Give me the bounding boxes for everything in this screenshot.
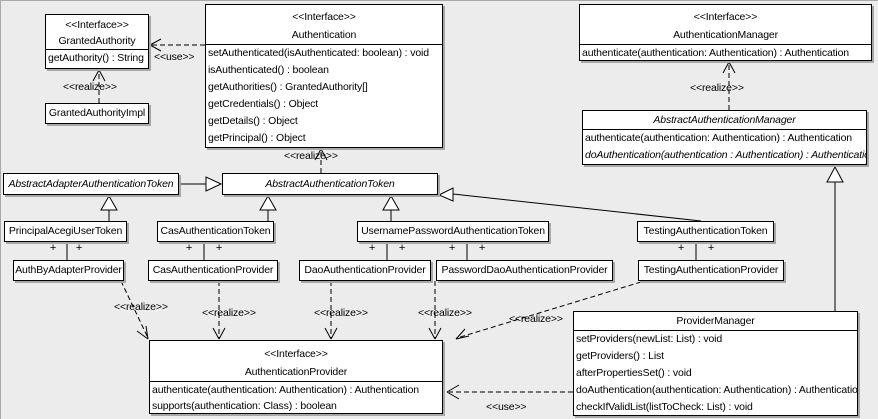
edge-assoc-token-providers bbox=[66, 242, 697, 260]
realize-label: <<realize>> bbox=[114, 301, 168, 313]
class-name: AbstractAdapterAuthenticationToken bbox=[8, 178, 174, 190]
realize-label: <<realize>> bbox=[284, 150, 338, 162]
stereotype-label: <<Interface>> bbox=[292, 11, 356, 23]
method: isAuthenticated() : boolean bbox=[208, 64, 329, 76]
realize-label: <<realize>> bbox=[690, 82, 744, 94]
class-name: AbstractAuthenticationToken bbox=[265, 178, 395, 190]
edge-gen-usernamepassword-token bbox=[382, 194, 400, 221]
method: authenticate(authentication: Authenticat… bbox=[582, 47, 849, 59]
edge-gen-principal-adapter bbox=[100, 194, 118, 221]
class-dao-authentication-provider: DaoAuthenticationProvider bbox=[299, 260, 431, 281]
class-name: GrantedAuthority bbox=[58, 35, 136, 47]
class-username-password-authentication-token: UsernamePasswordAuthenticationToken bbox=[357, 221, 549, 242]
class-granted-authority: <<Interface>> GrantedAuthority getAuthor… bbox=[45, 14, 149, 69]
multiplicity-plus: + bbox=[185, 242, 193, 254]
class-password-dao-authentication-provider: PasswordDaoAuthenticationProvider bbox=[436, 260, 613, 281]
class-auth-by-adapter-provider: AuthByAdapterProvider bbox=[13, 260, 124, 281]
class-name: TestingAuthenticationProvider bbox=[643, 264, 779, 276]
multiplicity-plus: + bbox=[215, 242, 223, 254]
method: supports(authentication: Class) : boolea… bbox=[152, 400, 337, 412]
class-authentication: <<Interface>> Authentication setAuthenti… bbox=[205, 4, 443, 148]
edge-use-providermanager-authenticationprovider bbox=[446, 384, 573, 400]
class-principal-acegi-user-token: PrincipalAcegiUserToken bbox=[4, 221, 127, 242]
divider bbox=[580, 44, 871, 45]
class-cas-authentication-provider: CasAuthenticationProvider bbox=[148, 260, 278, 281]
class-name: ProviderManager bbox=[676, 315, 755, 327]
divider bbox=[583, 129, 866, 130]
edge-gen-cas-token bbox=[259, 194, 277, 221]
class-provider-manager: ProviderManager setProviders(newList: Li… bbox=[573, 311, 858, 416]
stereotype-label: <<Interface>> bbox=[264, 348, 328, 360]
class-abstract-authentication-token: AbstractAuthenticationToken bbox=[222, 173, 438, 195]
multiplicity-plus: + bbox=[448, 242, 456, 254]
realize-label: <<realize>> bbox=[202, 307, 256, 319]
divider bbox=[206, 44, 442, 45]
method: getAuthorities() : GrantedAuthority[] bbox=[208, 81, 368, 93]
method: authenticate(authentication: Authenticat… bbox=[585, 132, 852, 144]
method: checkIfValidList(listToCheck: List) : vo… bbox=[576, 401, 753, 413]
class-name: CasAuthenticationProvider bbox=[152, 264, 274, 276]
class-name: CasAuthenticationToken bbox=[160, 225, 271, 237]
stereotype-label: <<Interface>> bbox=[693, 11, 758, 23]
class-authentication-provider: <<Interface>> AuthenticationProvider aut… bbox=[149, 340, 443, 414]
method: setProviders(newList: List) : void bbox=[576, 333, 723, 345]
edge-gen-adapter-token bbox=[179, 176, 223, 192]
method: getPrincipal() : Object bbox=[208, 132, 306, 144]
multiplicity-plus: + bbox=[478, 242, 486, 254]
multiplicity-plus: + bbox=[75, 242, 83, 254]
class-name: TestingAuthenticationToken bbox=[643, 225, 768, 237]
method: authenticate(authentication: Authenticat… bbox=[152, 384, 419, 396]
class-name: PrincipalAcegiUserToken bbox=[8, 225, 123, 237]
divider bbox=[150, 381, 442, 382]
class-cas-authentication-token: CasAuthenticationToken bbox=[157, 221, 274, 242]
use-label: <<use>> bbox=[154, 51, 195, 63]
class-name: PasswordDaoAuthenticationProvider bbox=[441, 264, 608, 276]
divider bbox=[46, 49, 148, 50]
realize-label: <<realize>> bbox=[63, 81, 117, 93]
method: getAuthority() : String bbox=[48, 52, 144, 64]
multiplicity-plus: + bbox=[677, 242, 685, 254]
edge-use-authentication-grantedauthority bbox=[149, 38, 205, 52]
method: doAuthentication(authentication : Authen… bbox=[585, 149, 867, 161]
divider bbox=[574, 330, 857, 331]
multiplicity-plus: + bbox=[398, 242, 406, 254]
realize-label: <<realize>> bbox=[509, 313, 563, 325]
use-label: <<use>> bbox=[486, 401, 527, 413]
method: doAuthentication(authentication: Authent… bbox=[576, 384, 858, 396]
class-name: AuthByAdapterProvider bbox=[15, 264, 122, 276]
method: getDetails() : Object bbox=[208, 115, 298, 127]
class-name: UsernamePasswordAuthenticationToken bbox=[361, 225, 545, 237]
edge-gen-providermanager-abstractmanager bbox=[826, 165, 844, 311]
class-granted-authority-impl: GrantedAuthorityImpl bbox=[45, 103, 149, 124]
class-abstract-authentication-manager: AbstractAuthenticationManager authentica… bbox=[582, 110, 867, 165]
multiplicity-plus: + bbox=[707, 242, 715, 254]
multiplicity-plus: + bbox=[49, 242, 57, 254]
class-name: Authentication bbox=[291, 29, 357, 41]
edge-gen-testing-token bbox=[437, 187, 702, 222]
class-authentication-manager: <<Interface>> AuthenticationManager auth… bbox=[579, 4, 872, 61]
stereotype-label: <<Interface>> bbox=[65, 19, 129, 31]
method: setAuthenticated(isAuthenticated: boolea… bbox=[208, 47, 429, 59]
class-name: AuthenticationProvider bbox=[244, 366, 348, 378]
method: afterPropertiesSet() : void bbox=[576, 367, 692, 379]
realize-label: <<realize>> bbox=[418, 307, 472, 319]
class-testing-authentication-token: TestingAuthenticationToken bbox=[637, 221, 774, 242]
class-testing-authentication-provider: TestingAuthenticationProvider bbox=[638, 260, 784, 281]
class-name: DaoAuthenticationProvider bbox=[304, 264, 426, 276]
method: getCredentials() : Object bbox=[208, 98, 319, 110]
realize-label: <<realize>> bbox=[314, 307, 368, 319]
multiplicity-plus: + bbox=[368, 242, 376, 254]
method: getProviders() : List bbox=[576, 350, 664, 362]
class-name: AuthenticationManager bbox=[673, 29, 778, 41]
class-abstract-adapter-authentication-token: AbstractAdapterAuthenticationToken bbox=[3, 173, 179, 195]
class-name: GrantedAuthorityImpl bbox=[48, 107, 146, 119]
class-name: AbstractAuthenticationManager bbox=[653, 114, 796, 126]
